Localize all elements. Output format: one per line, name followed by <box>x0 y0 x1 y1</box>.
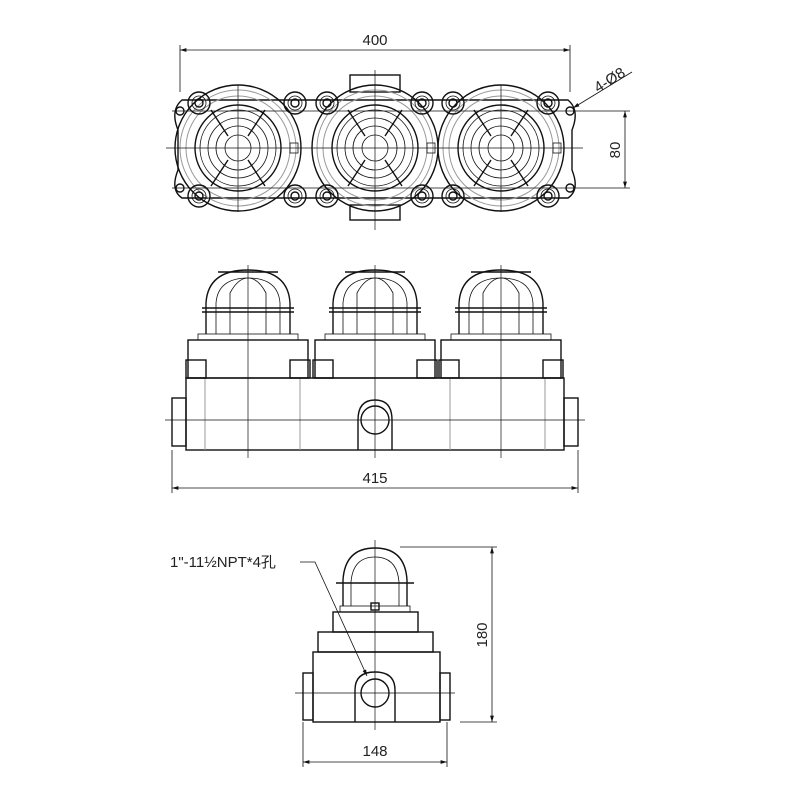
side-width-dim: 148 <box>362 743 387 760</box>
front-left-ear <box>171 397 187 447</box>
top-view: 400 80 4-Ø8 <box>166 32 633 230</box>
top-height-dim: 80 <box>607 142 624 159</box>
front-view: 415 <box>165 265 585 493</box>
front-centerlines <box>165 265 585 458</box>
top-body-outline <box>174 99 576 199</box>
thread-note: 1"-11½NPT*4孔 <box>170 554 276 571</box>
hole-leader <box>572 71 633 109</box>
side-centerlines <box>295 540 455 730</box>
side-height-dim: 180 <box>474 622 491 647</box>
side-right-ear <box>439 672 451 721</box>
top-width-dim: 400 <box>362 32 387 49</box>
thread-leader <box>300 561 368 677</box>
side-base <box>312 651 441 723</box>
front-width-dim: 415 <box>362 470 387 487</box>
side-view: 148 180 1"-11½NPT*4孔 <box>170 540 497 767</box>
side-left-ear <box>302 672 314 721</box>
top-centerlines <box>166 70 585 230</box>
bolt-group <box>187 91 560 208</box>
hole-note: 4-Ø8 <box>591 64 628 96</box>
front-right-ear <box>563 397 579 447</box>
